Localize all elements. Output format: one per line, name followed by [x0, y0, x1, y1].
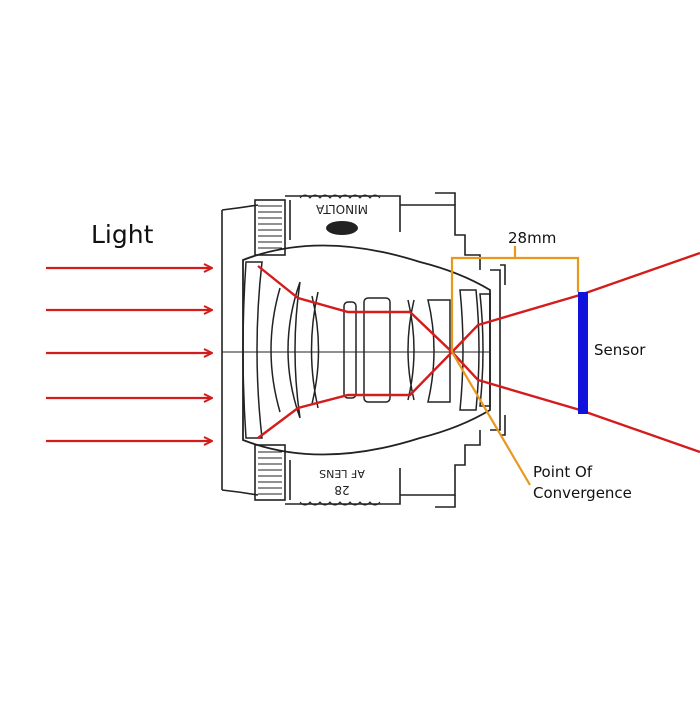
light-rays — [257, 251, 700, 454]
focal-length-bracket — [450, 246, 580, 486]
brand-engraving: MINOLTA — [315, 202, 368, 216]
light-label: Light — [91, 220, 154, 249]
lens-number-engraving: 28 — [334, 483, 349, 497]
lens-barrel — [221, 192, 506, 508]
light-arrows — [46, 268, 212, 441]
sensor-label: Sensor — [594, 341, 646, 359]
brand-logo — [326, 221, 358, 235]
convergence-label-line1: Point Of — [533, 463, 593, 481]
focal-length-label: 28mm — [508, 229, 556, 247]
af-lens-engraving: AF LENS — [319, 467, 365, 480]
sensor-bar — [578, 292, 588, 414]
upper-ray — [257, 251, 700, 354]
lower-ray — [257, 350, 700, 454]
convergence-leader-line — [451, 351, 531, 486]
lens-engravings: MINOLTA AF LENS 28 — [315, 202, 368, 497]
convergence-label-line2: Convergence — [533, 484, 632, 502]
lens-elements — [222, 261, 491, 439]
